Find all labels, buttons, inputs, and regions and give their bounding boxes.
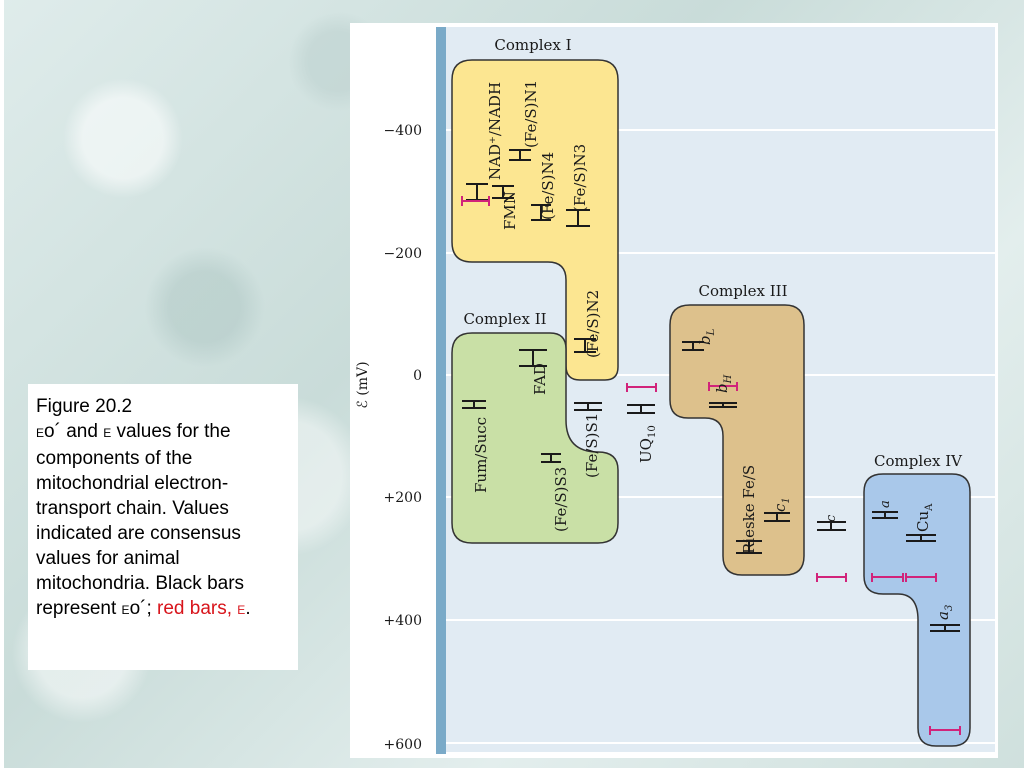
axis-ticks: −400 −200 0 +200 +400 +600 <box>384 123 422 753</box>
b-l-subscript: L <box>706 328 717 336</box>
b-h-text: b <box>713 383 731 393</box>
e-symbol: E <box>36 426 45 440</box>
label-fes-n2: (Fe/S)N2 <box>584 290 602 358</box>
uq-subscript: 10 <box>647 425 658 438</box>
tick-label: −400 <box>384 123 422 139</box>
label-c: c <box>824 514 839 522</box>
complex-ii-region <box>451 332 619 544</box>
b-l-text: b <box>696 335 714 345</box>
red-bar-uq <box>626 383 657 392</box>
bar-c <box>817 521 846 531</box>
bar-b-l <box>682 341 704 351</box>
e-symbol-2: E <box>103 426 112 440</box>
tick-label: +200 <box>384 490 422 506</box>
label-a: a <box>878 500 893 508</box>
complex-iii-label: Complex III <box>698 282 787 300</box>
cu-text: Cu <box>914 511 932 532</box>
tick-label: +400 <box>384 613 422 629</box>
complex-iii-region <box>669 304 805 576</box>
bar-fes-n3 <box>566 209 590 227</box>
red-bar-b-h <box>708 382 738 391</box>
black-bars <box>462 149 960 632</box>
label-fmn: FMN <box>501 191 519 230</box>
uq-text: UQ <box>637 438 655 463</box>
bar-fes-n2 <box>574 338 596 353</box>
label-c1: c1 <box>771 497 792 512</box>
complex-iv-label: Complex IV <box>874 452 963 470</box>
e-prime-2: ´ <box>140 598 147 619</box>
complex-ii-label: Complex II <box>463 310 546 328</box>
component-labels: NAD⁺/NADH (Fe/S)N1 FMN (Fe/S)N4 (Fe/S)N3… <box>472 80 955 620</box>
complex-iv-region <box>863 473 971 747</box>
caption-and: and <box>60 421 104 442</box>
a3-text: a <box>934 611 952 620</box>
axis-bar <box>436 27 446 754</box>
label-cu-a: CuA <box>914 503 935 532</box>
b-h-subscript: H <box>723 374 734 384</box>
e-prime: ´ <box>54 421 61 442</box>
red-bar-a3 <box>929 726 961 735</box>
caption-body: Eo´ and E values for the components of t… <box>36 421 251 619</box>
bar-uq <box>627 404 655 414</box>
label-b-h: bH <box>713 374 734 393</box>
complex-i-label: Complex I <box>494 36 571 54</box>
a3-subscript: 3 <box>944 605 955 611</box>
bar-a3 <box>930 624 960 632</box>
red-e-symbol: E <box>237 603 246 617</box>
caption-heading: Figure 20.2 <box>36 396 133 417</box>
c1-subscript: 1 <box>781 497 792 503</box>
bar-fes-s3 <box>541 453 561 463</box>
caption-text: values for the components of the mitocho… <box>36 421 245 619</box>
tick-label: +600 <box>384 737 422 753</box>
label-fad: FAD <box>531 363 549 395</box>
caption-end: . <box>245 598 251 619</box>
bar-fes-n1 <box>509 149 531 161</box>
tick-label: 0 <box>413 368 422 384</box>
bar-rieske <box>736 540 762 554</box>
c1-text: c <box>771 503 789 512</box>
label-fes-s1: (Fe/S)S1 <box>583 413 601 478</box>
e-symbol-3: E <box>121 603 130 617</box>
bar-fum-succ <box>462 400 486 409</box>
caption-separator: ; <box>146 598 158 619</box>
bar-fes-s1 <box>574 402 602 411</box>
label-rieske: Rieske Fe/S <box>740 465 758 554</box>
bar-cu-a <box>906 534 936 542</box>
label-nad: NAD⁺/NADH <box>486 82 504 180</box>
bar-b-h <box>709 402 737 408</box>
red-bars-text: red bars, <box>157 598 238 619</box>
label-uq: UQ10 <box>637 425 658 463</box>
bar-fmn <box>492 185 514 199</box>
label-fes-s3: (Fe/S)S3 <box>552 467 570 532</box>
red-bars <box>461 196 961 735</box>
cu-subscript: A <box>924 503 935 512</box>
left-divider <box>0 0 4 768</box>
red-bar-nad <box>461 196 490 206</box>
red-bar-c <box>816 573 847 582</box>
bar-a <box>872 511 898 519</box>
tick-label: −200 <box>384 246 422 262</box>
red-bar-cu-a <box>905 573 937 582</box>
figure-caption: Figure 20.2 Eo´ and E values for the com… <box>28 384 298 670</box>
e-subscript-2: o <box>129 598 141 619</box>
red-bar-a <box>871 573 904 582</box>
bar-c1 <box>764 512 790 522</box>
label-b-l: bL <box>696 328 717 345</box>
bar-fes-n4 <box>531 204 551 221</box>
label-fes-n1: (Fe/S)N1 <box>522 80 540 148</box>
axis-label: ℰ (mV) <box>355 361 371 408</box>
redox-potential-diagram: −400 −200 0 +200 +400 +600 ℰ (mV) Comple… <box>350 23 998 758</box>
e-subscript: o <box>44 421 55 442</box>
label-a3: a3 <box>934 605 955 620</box>
label-fes-n3: (Fe/S)N3 <box>571 144 589 212</box>
label-fum-succ: Fum/Succ <box>472 417 490 493</box>
label-fes-n4: (Fe/S)N4 <box>539 152 557 220</box>
bar-fad <box>519 349 547 367</box>
